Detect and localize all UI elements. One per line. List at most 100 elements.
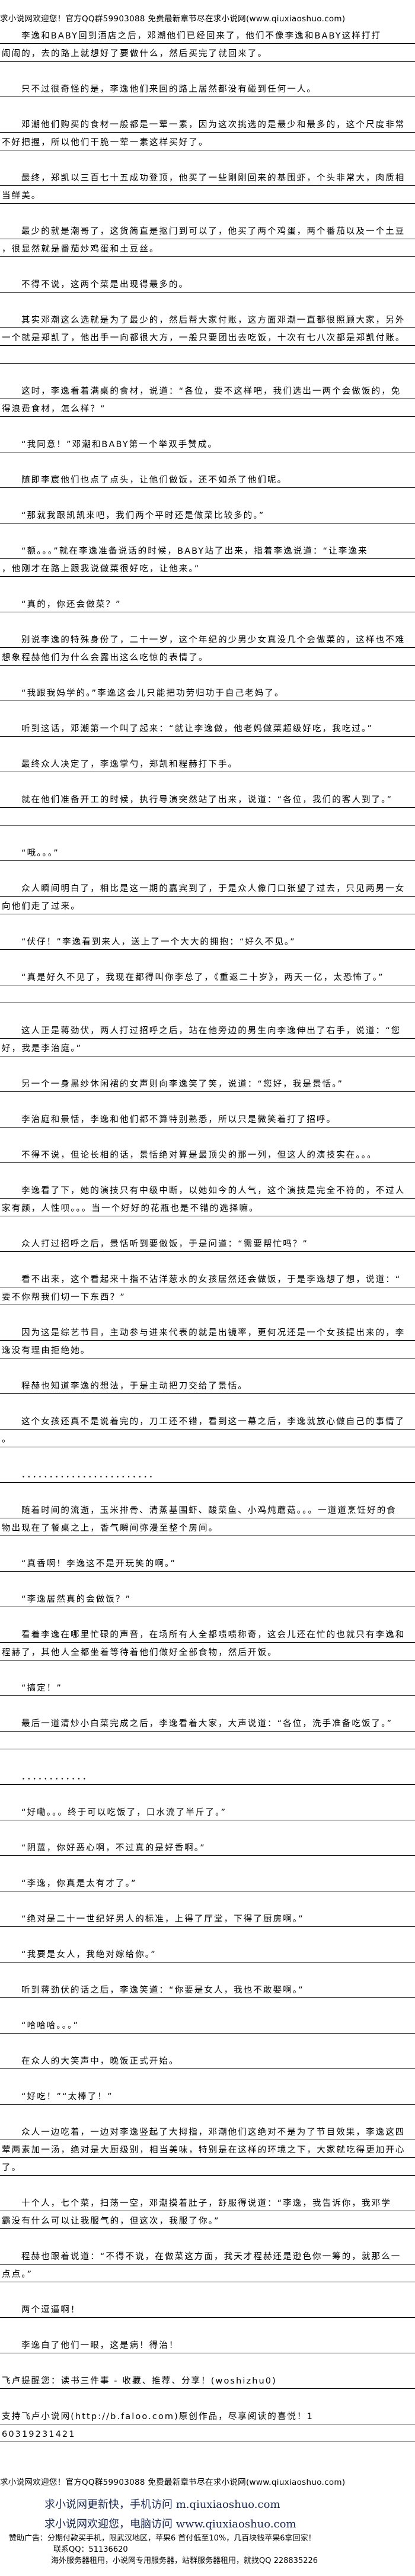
text-line: 听到蒋劲伏的话之后，李逸笑道：“你要是女人，我也不敢娶啊。” bbox=[0, 1980, 415, 1998]
text-line: 程赫也跟着说道：“不得不说，在做菜这方面，我天才程赫还是逊色你一筹的，就那么一 bbox=[0, 2247, 415, 2265]
paragraph: “哈哈哈。。。” bbox=[0, 2016, 415, 2034]
paragraph: ．．．．．．．．．．．． bbox=[0, 1767, 415, 1785]
text-line: 在众人的大笑声中，晚饭正式开始。 bbox=[0, 2051, 415, 2069]
paragraph: “李逸，你真是太有才了。” bbox=[0, 1874, 415, 1891]
text-line: 家有颜，人性呗。。。当一个好好的花瓶也是不错的选择嘛。 bbox=[0, 1199, 415, 1216]
text-line: ，他刚才在路上跟我说做菜很好吃，让他来。” bbox=[0, 559, 415, 577]
text-line: “我要是女人，我绝对嫁给你。” bbox=[0, 1945, 415, 1962]
text-line: 程赫也知道李逸的想法，于是主动把刀交给了景恬。 bbox=[0, 1376, 415, 1394]
paragraph: 程赫也跟着说道：“不得不说，在做菜这方面，我天才程赫还是逊色你一筹的，就那么一点… bbox=[0, 2247, 415, 2282]
text-line: “好嘞。。。终于可以吃饭了，口水流了半斤了。” bbox=[0, 1803, 415, 1820]
paragraph: 看着李逸在哪里忙碌的声音，在场所有人全都啧啧称奇，这会儿还在忙的也就只有李逸和程… bbox=[0, 1625, 415, 1660]
text-line: 不好把握，所以他们干脆一荤一素这样买好了。 bbox=[0, 133, 415, 150]
text-line: 荤两素加一汤，绝对是大厨级别，相当美味，特别是在这样的环境之下，大家就吃得更加开… bbox=[0, 2140, 415, 2158]
text-line: 闹闹的，去的路上就想好了要做什么，然后买完了就回来了。 bbox=[0, 44, 415, 62]
paragraph: “搞定！” bbox=[0, 1678, 415, 1696]
paragraph: ．．．．．．．．．．．．．．．．．．．．．．．． bbox=[0, 1465, 415, 1483]
text-line: “真香啊！李逸这不是开玩笑的啊。” bbox=[0, 1554, 415, 1572]
text-line: ，很显然就是番茄炒鸡蛋和土豆丝。 bbox=[0, 239, 415, 257]
paragraph: 最后一道清炒小白菜完成之后，李逸看着大家，大声说道：“各位，洗手准备吃饭了。” bbox=[0, 1714, 415, 1749]
text-line: 向他们走了过来。 bbox=[0, 897, 415, 914]
text-line: 众人瞬间明白了，相比是这一期的嘉宾到了，于是众人像门口张望了过去，只见两男一女 bbox=[0, 879, 415, 897]
paragraph: 随着时间的流逝，玉米排骨、清蒸基围虾、酸菜鱼、小鸡炖蘑菇。。。一道道烹饪好的食物… bbox=[0, 1501, 415, 1536]
paragraph: “李逸居然真的会做饭？” bbox=[0, 1589, 415, 1607]
paragraph: 程赫也知道李逸的想法，于是主动把刀交给了景恬。 bbox=[0, 1376, 415, 1394]
text-line: 得浪费食材，怎么样？” bbox=[0, 399, 415, 417]
text-line: 看着李逸在哪里忙碌的声音，在场所有人全都啧啧称奇，这会儿还在忙的也就只有李逸和 bbox=[0, 1625, 415, 1643]
text-line: 随即李宸他们也点了点头，让他们做饭，还不如杀了他们呢。 bbox=[0, 470, 415, 488]
paragraph: “额。。。”就在李逸准备说话的时候，BABY站了出来，指着李逸说道：“让李逸来，… bbox=[0, 541, 415, 577]
text-line: “额。。。”就在李逸准备说话的时候，BABY站了出来，指着李逸说道：“让李逸来 bbox=[0, 541, 415, 559]
text-line: 想象程赫他们为什么会露出这么吃惊的表情了。 bbox=[0, 648, 415, 666]
paragraph: 另一个一身黑纱休闲裙的女声则向李逸笑了笑，说道：“您好，我是景恬。” bbox=[0, 1074, 415, 1092]
paragraph: 众人瞬间明白了，相比是这一期的嘉宾到了，于是众人像门口张望了过去，只见两男一女向… bbox=[0, 879, 415, 914]
paragraph: “我跟我妈学的。”李逸这会儿只能把功劳归功于自己老妈了。 bbox=[0, 683, 415, 701]
text-line: ．．．．．．．．．．．． bbox=[0, 1767, 415, 1785]
text-line: 因为这是综艺节目，主动参与进来代表的就是出镜率，更何况还是一个女孩提出来的，李 bbox=[0, 1323, 415, 1341]
text-line: “我跟我妈学的。”李逸这会儿只能把功劳归功于自己老妈了。 bbox=[0, 683, 415, 701]
paragraph: 邓潮他们购买的食材一般都是一荤一素，因为这次挑选的是最少和最多的，这个尺度非常不… bbox=[0, 115, 415, 150]
text-line: 了。 bbox=[0, 2158, 415, 2176]
paragraph: 李逸看了下，她的演技只有中级中断，以她如今的人气，这个演技是完全不符的，不过人家… bbox=[0, 1181, 415, 1216]
text-line: 这时，李逸看着满桌的食材，说道：“各位，要不这样吧，我们选出一两个会做饭的，免 bbox=[0, 381, 415, 399]
text-line: 随着时间的流逝，玉米排骨、清蒸基围虾、酸菜鱼、小鸡炖蘑菇。。。一道道烹饪好的食 bbox=[0, 1501, 415, 1518]
text-line: “真的，你还会做菜？” bbox=[0, 595, 415, 612]
text-line: 别说李逸的特殊身份了，二十一岁，这个年纪的少男少女真没几个会做菜的，这样也不难 bbox=[0, 630, 415, 648]
text-line: 要不你帮我们切一下东西？” bbox=[0, 1287, 415, 1305]
paragraph: 飞卢提醒您：读书三件事 - 收藏、推荐、分享！(woshizhu0) bbox=[0, 2371, 415, 2389]
paragraph: “我要是女人，我绝对嫁给你。” bbox=[0, 1945, 415, 1962]
chapter-content: 李逸和BABY回到酒店之后，邓潮他们已经回来了，他们不像李逸和BABY这样打打闹… bbox=[0, 26, 415, 2460]
text-line: 两个逗逼啊！ bbox=[0, 2300, 415, 2318]
pc-access-link[interactable]: 求小说网欢迎您，电脑访问 www.qiuxiaoshuo.com bbox=[44, 2518, 296, 2530]
ad-contact-qq: 联系QQ：51136620 bbox=[53, 2545, 128, 2554]
text-line: “绝对是二十一世纪好男人的标准，上得了厅堂，下得了厨房啊。” bbox=[0, 1909, 415, 1927]
text-line: “李逸居然真的会做饭？” bbox=[0, 1589, 415, 1607]
paragraph: “好吃！”“太棒了！” bbox=[0, 2087, 415, 2105]
text-line: 霸没有什么可以让我服气的，但这次，我服了你。” bbox=[0, 2211, 415, 2229]
paragraph: 别说李逸的特殊身份了，二十一岁，这个年纪的少男少女真没几个会做菜的，这样也不难想… bbox=[0, 630, 415, 666]
text-line bbox=[0, 808, 415, 826]
text-line: 这个女孩还真不是说着完的，刀工还不错，看到这一幕之后，李逸就放心做自己的事情了 bbox=[0, 1412, 415, 1430]
text-line: 李逸看了下，她的演技只有中级中断，以她如今的人气，这个演技是完全不符的，不过人 bbox=[0, 1181, 415, 1199]
text-line: “我同意！”邓潮和BABY第一个举双手赞成。 bbox=[0, 435, 415, 452]
text-line: 看不出来，这个看起来十指不沾洋葱水的女孩居然还会做饭，于是李逸想了想，说道：“ bbox=[0, 1270, 415, 1287]
paragraph: 看不出来，这个看起来十指不沾洋葱水的女孩居然还会做饭，于是李逸想了想，说道：“要… bbox=[0, 1270, 415, 1305]
text-line: 一个就是郑凯了，他出手一向都很大方，一般只要团出去吃饭，十次有七八次都是郑凯付账… bbox=[0, 328, 415, 346]
text-line: 最终众人决定了，李逸掌勺，郑凯和程赫打下手。 bbox=[0, 754, 415, 772]
paragraph: 支持飞卢小说网(http://b.faloo.com)原创作品，尽享阅读的喜悦！… bbox=[0, 2407, 415, 2442]
paragraph: 不得不说，但论长相的话，景恬绝对算是最顶尖的那一列，但这人的演技实在。。。 bbox=[0, 1145, 415, 1163]
paragraph: 十个人，七个菜，扫荡一空，邓潮摸着肚子，舒服得说道：“李逸，我告诉你，我邓学霸没… bbox=[0, 2193, 415, 2229]
site-banner-bottom: 求小说网欢迎您！官方QQ群59903088 免费最新章节尽在求小说网(www.q… bbox=[0, 2478, 346, 2487]
paragraph: “真的，你还会做菜？” bbox=[0, 595, 415, 612]
text-line: “好吃！”“太棒了！” bbox=[0, 2087, 415, 2105]
text-line: 众人打过招呼之后，景恬听到要做饭，于是问道：“需要帮忙吗？” bbox=[0, 1234, 415, 1252]
text-line: 程赫了，其他人全都坐着等待着他们做好全部食物，然后开饭。 bbox=[0, 1643, 415, 1660]
mobile-access-link[interactable]: 求小说网更新快，手机访问 m.qiuxiaoshuo.com bbox=[44, 2498, 280, 2511]
text-line: 这人正是蒋劲伏，两人打过招呼之后，站在他旁边的男生向李逸伸出了右手，说道：“您 bbox=[0, 1021, 415, 1039]
text-line: 。 bbox=[0, 1430, 415, 1447]
paragraph: 其实邓潮这么选就是为了最少的，然后帮大家付账，这方面邓潮一直都很照顾大家，另外一… bbox=[0, 310, 415, 364]
text-line: 其实邓潮这么选就是为了最少的，然后帮大家付账，这方面邓潮一直都很照顾大家，另外 bbox=[0, 310, 415, 328]
paragraph: 李逸白了他们一眼，这是病！得治！ bbox=[0, 2336, 415, 2353]
paragraph: 最终，郑凯以三百七十五成功登顶，他买了一些刚刚回来的基围虾，个头非常大，肉质相当… bbox=[0, 168, 415, 204]
text-line: 当鲜美。 bbox=[0, 186, 415, 204]
server-rental-ad: 海外服务器租用，小说网专用服务器，站群服务器租用，就找QQ 228835226 bbox=[51, 2556, 318, 2565]
paragraph: 最少的就是潮哥了，这货简直是抠门到可以了，他买了两个鸡蛋，两个番茄以及一个土豆，… bbox=[0, 221, 415, 257]
paragraph: 众人一边吃着，一边对李逸竖起了大拇指，邓潮他们这绝对不是为了节目效果，李逸这四荤… bbox=[0, 2122, 415, 2176]
paragraph: 就在他们准备开工的时候，执行导演突然站了出来，说道：“各位，我们的客人到了。” bbox=[0, 790, 415, 826]
paragraph: “真香啊！李逸这不是开玩笑的啊。” bbox=[0, 1554, 415, 1572]
text-line: 李逸白了他们一眼，这是病！得治！ bbox=[0, 2336, 415, 2353]
text-line: “哦。。。” bbox=[0, 843, 415, 861]
text-line: 最少的就是潮哥了，这货简直是抠门到可以了，他买了两个鸡蛋，两个番茄以及一个土豆 bbox=[0, 221, 415, 239]
text-line: 另一个一身黑纱休闲裙的女声则向李逸笑了笑，说道：“您好，我是景恬。” bbox=[0, 1074, 415, 1092]
text-line: 众人一边吃着，一边对李逸竖起了大拇指，邓潮他们这绝对不是为了节目效果，李逸这四 bbox=[0, 2122, 415, 2140]
paragraph: “那就我跟凯凯来吧，我们两个平时还是做菜比较多的。” bbox=[0, 506, 415, 523]
paragraph: 因为这是综艺节目，主动参与进来代表的就是出镜率，更何况还是一个女孩提出来的，李逸… bbox=[0, 1323, 415, 1358]
text-line: “哈哈哈。。。” bbox=[0, 2016, 415, 2034]
text-line: 就在他们准备开工的时候，执行导演突然站了出来，说道：“各位，我们的客人到了。” bbox=[0, 790, 415, 808]
text-line: 物出现在了餐桌之上，香气瞬间弥漫至整个房间。 bbox=[0, 1518, 415, 1536]
paragraph: “阴蓝，你好恶心啊，不过真的是好香啊。” bbox=[0, 1838, 415, 1856]
text-line: 最后一道清炒小白菜完成之后，李逸看着大家，大声说道：“各位，洗手准备吃饭了。” bbox=[0, 1714, 415, 1732]
text-line bbox=[0, 985, 415, 1003]
text-line: 只不过很奇怪的是，李逸他们来回的路上居然都没有碰到任何一人。 bbox=[0, 79, 415, 97]
